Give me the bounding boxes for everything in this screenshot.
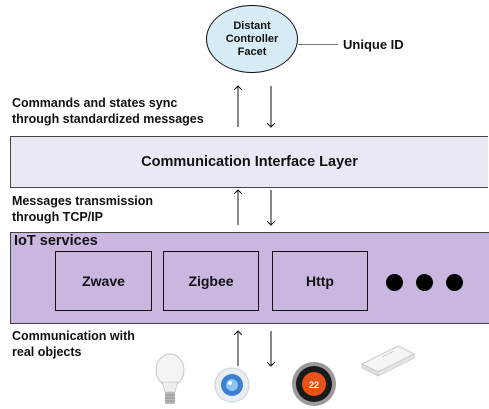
dot-shape (416, 274, 433, 291)
thermostat-readout: 22 (309, 380, 319, 390)
messages-tcp-label: Messages transmission through TCP/IP (12, 194, 154, 224)
iot-services-title: IoT services (14, 233, 98, 249)
communication-interface-layer: Communication Interface Layer (10, 136, 488, 188)
thermostat-icon: 22 (292, 362, 336, 406)
unique-id-connector (298, 44, 338, 45)
distant-controller-node: Distant Controller Facet (206, 5, 298, 73)
ellipsis-dots-icon (386, 274, 466, 291)
real-objects-label: Communication with real objects (12, 329, 135, 359)
commands-sync-label: Commands and states sync through standar… (12, 96, 204, 126)
protocol-box-zigbee: Zigbee (163, 251, 259, 311)
dot-shape (386, 274, 403, 291)
interface-layer-label: Communication Interface Layer (141, 154, 358, 170)
protocol-label: Zwave (82, 273, 125, 289)
door-sensor-icon (360, 345, 416, 377)
dot-shape (446, 274, 463, 291)
protocol-box-http: Http (272, 251, 368, 311)
light-bulb-icon (155, 353, 185, 404)
unique-id-label: Unique ID (343, 37, 404, 52)
protocol-label: Http (306, 273, 334, 289)
controller-label: Distant Controller Facet (225, 19, 279, 58)
motion-sensor-icon (214, 367, 250, 403)
protocol-label: Zigbee (188, 273, 234, 289)
protocol-box-zwave: Zwave (55, 251, 152, 311)
